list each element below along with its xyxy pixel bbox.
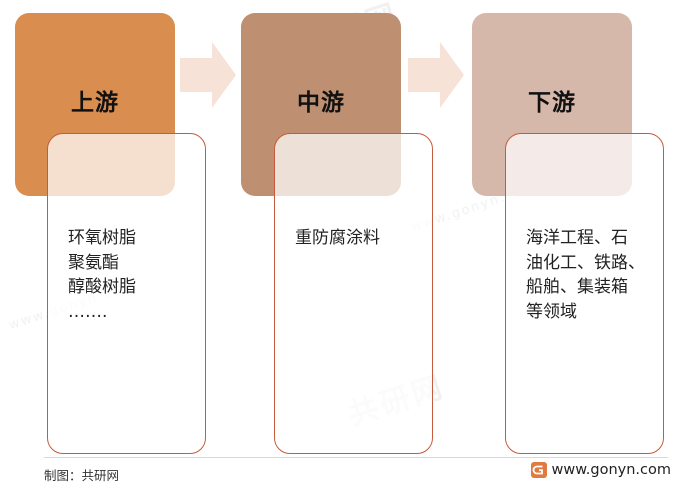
list-item: 船舶、集装箱 [526, 277, 628, 297]
list-item: ……. [68, 301, 108, 322]
card-text-upstream: 环氧树脂 聚氨酯 醇酸树脂 ……. [68, 226, 195, 324]
stage-title-downstream: 下游 [528, 90, 576, 116]
list-item: 环氧树脂 [68, 228, 136, 248]
card-upstream: 环氧树脂 聚氨酯 醇酸树脂 ……. [47, 133, 206, 454]
card-text-midstream: 重防腐涂料 [295, 226, 422, 251]
list-item: 油化工、铁路、 [526, 252, 645, 273]
footer-website[interactable]: www.gonyn.com [530, 462, 671, 478]
list-item: 醇酸树脂 [68, 277, 136, 297]
stage-title-upstream: 上游 [71, 90, 119, 116]
arrow-right-icon [408, 42, 464, 108]
stage-title-midstream: 中游 [297, 90, 345, 116]
list-item: 等领域 [526, 301, 577, 322]
list-item: 海洋工程、石 [526, 228, 628, 248]
card-downstream: 海洋工程、石 油化工、铁路、 船舶、集装箱 等领域 [505, 133, 664, 454]
footer-divider [44, 457, 668, 458]
list-item: 聚氨酯 [68, 252, 119, 273]
gonyn-logo-icon [530, 462, 547, 478]
card-midstream: 重防腐涂料 [274, 133, 433, 454]
footer-credit: 制图：共研网 [44, 468, 120, 483]
card-text-downstream: 海洋工程、石 油化工、铁路、 船舶、集装箱 等领域 [526, 226, 653, 324]
website-label: www.gonyn.com [551, 462, 671, 478]
list-item: 重防腐涂料 [295, 228, 380, 248]
arrow-right-icon [180, 42, 236, 108]
